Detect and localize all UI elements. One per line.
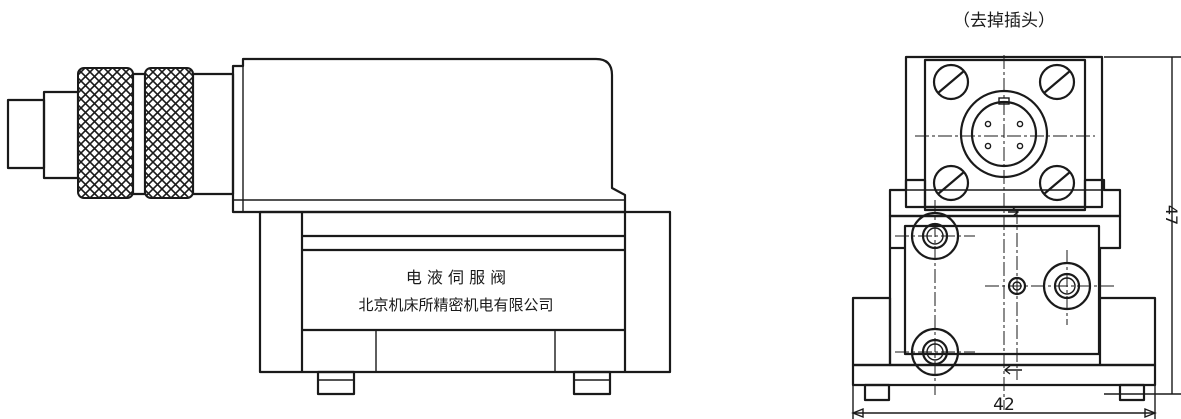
width-dimension: 42 bbox=[993, 395, 1015, 415]
connector-socket bbox=[959, 89, 1049, 179]
connector-plug bbox=[6, 67, 235, 199]
end-view-body bbox=[888, 214, 1122, 367]
base-plate bbox=[851, 363, 1157, 387]
corner-screws bbox=[932, 63, 1076, 202]
height-dimension: 47 bbox=[1162, 205, 1181, 225]
knurled-ring-right bbox=[144, 67, 194, 199]
nameplate-title: 电 液 伺 服 阀 bbox=[406, 268, 506, 287]
mounting-foot-right bbox=[572, 370, 612, 396]
end-view: （去掉插头） bbox=[851, 11, 1181, 419]
view-note: （去掉插头） bbox=[953, 11, 1055, 31]
mounting-foot-left bbox=[316, 370, 356, 396]
valve-body bbox=[258, 210, 672, 374]
nameplate-company: 北京机床所精密机电有限公司 bbox=[358, 296, 553, 314]
side-view: 电 液 伺 服 阀 北京机床所精密机电有限公司 bbox=[6, 57, 672, 396]
torque-motor-housing bbox=[231, 57, 627, 214]
port-bolts bbox=[910, 211, 1092, 377]
knurled-ring-left bbox=[77, 67, 134, 199]
